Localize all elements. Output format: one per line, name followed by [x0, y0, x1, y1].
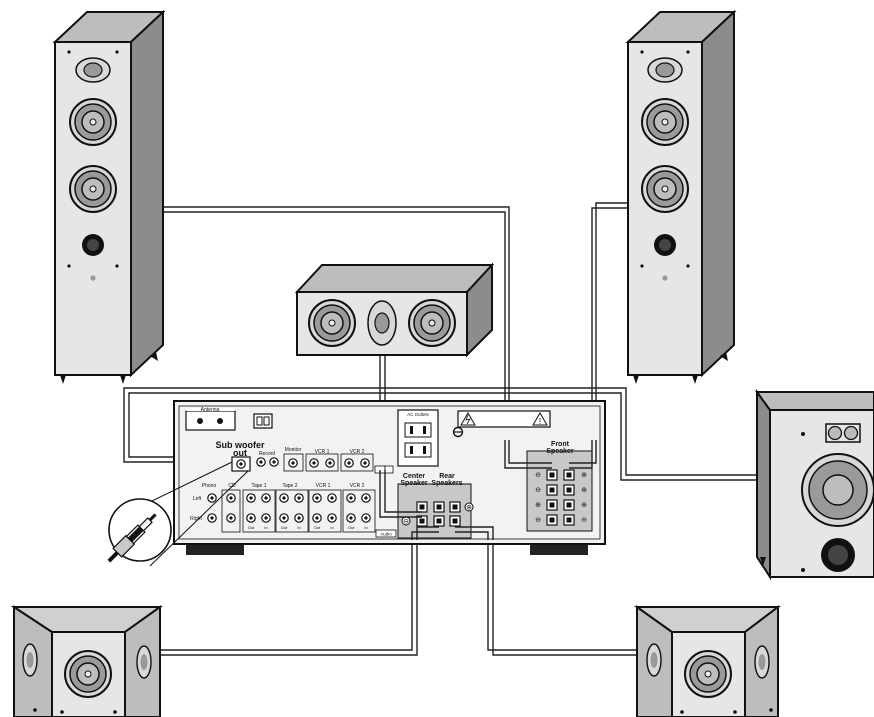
svg-text:⊖: ⊖: [535, 472, 541, 479]
front-speaker-label-line2: Speaker: [546, 448, 574, 455]
svg-text:!: !: [539, 417, 541, 426]
vcr2-top-label: VCR 2: [350, 449, 365, 455]
ac-outlets: AC Outlets: [397, 409, 439, 467]
tape2-out-label: Out: [281, 525, 288, 530]
av-receiver-back-panel: Antenna Sub woofer out Record Monitor VC…: [173, 400, 606, 555]
right-label: Right: [190, 516, 202, 522]
center-speaker-label-line1: Center: [403, 473, 425, 480]
warning-label: !: [457, 410, 551, 428]
svg-text:⊕: ⊕: [535, 502, 541, 509]
tape2-in-label: In: [297, 525, 300, 530]
center-rear-speaker-terminals: Center Speaker Rear Speakers ⊖ ⊕: [397, 473, 474, 539]
subwoofer-out-jack: Sub woofer out: [216, 440, 265, 472]
antenna-label: Antenna: [201, 407, 220, 413]
subwoofer: [755, 388, 874, 581]
ac-outlets-label: AC Outlets: [407, 412, 430, 417]
center-speaker-label-line2: Speaker: [400, 480, 428, 487]
phono-label: Phono: [202, 483, 217, 489]
monitor-label: Monitor: [285, 447, 302, 453]
vcr1-out-label: Out: [314, 525, 321, 530]
vcr2-bottom-label: VCR 2: [350, 483, 365, 489]
tape2-label: Tape 2: [282, 483, 297, 489]
vcr2-out-label: Out: [348, 525, 355, 530]
svg-text:⊕: ⊕: [581, 487, 587, 494]
rear-speakers-label-line1: Rear: [439, 473, 455, 480]
svg-text:⊖: ⊖: [403, 519, 409, 526]
center-speaker: [294, 262, 495, 358]
front-speaker-label-line1: Front: [551, 441, 570, 448]
vcr1-top-label: VCR 1: [315, 449, 330, 455]
bottom-row-inputs: Phono Left Right CD Tape 1 Out In Tape 2…: [190, 483, 397, 538]
rear-right-speaker: [633, 604, 781, 717]
rear-speakers-label-line2: Speakers: [431, 480, 462, 487]
top-row-inputs: Record Monitor VCR 1 VCR 2: [256, 447, 394, 474]
antenna-terminal: Antenna: [185, 407, 273, 431]
vcr1-in-label: In: [330, 525, 333, 530]
subwoofer-out-label-line2: out: [233, 448, 247, 458]
svg-text:⊖: ⊖: [581, 517, 587, 524]
subwoofer-out-label-line1: Sub woofer: [216, 440, 265, 450]
left-label: Left: [193, 496, 202, 502]
vcr1-bottom-label: VCR 1: [316, 483, 331, 489]
rca-cable-callout: [107, 461, 249, 567]
tape1-out-label: Out: [248, 525, 255, 530]
record-label: Record: [259, 451, 275, 457]
tape1-label: Tape 1: [251, 483, 266, 489]
front-left-speaker: [52, 9, 166, 384]
tape1-in-label: In: [264, 525, 267, 530]
rear-left-speaker: [10, 605, 164, 717]
svg-text:⊕: ⊕: [581, 472, 587, 479]
front-speaker-terminals: Front Speaker ⊖ ⊕ ⊖ ⊕ ⊕ ⊕ ⊖ ⊖: [526, 441, 593, 532]
front-right-speaker: [625, 9, 737, 384]
svg-text:⊖: ⊖: [535, 517, 541, 524]
svg-text:⊖: ⊖: [535, 487, 541, 494]
audio-label: Audio: [380, 532, 392, 537]
svg-text:⊕: ⊕: [466, 505, 472, 512]
vcr2-in-label: In: [364, 525, 367, 530]
svg-text:⊕: ⊕: [581, 502, 587, 509]
